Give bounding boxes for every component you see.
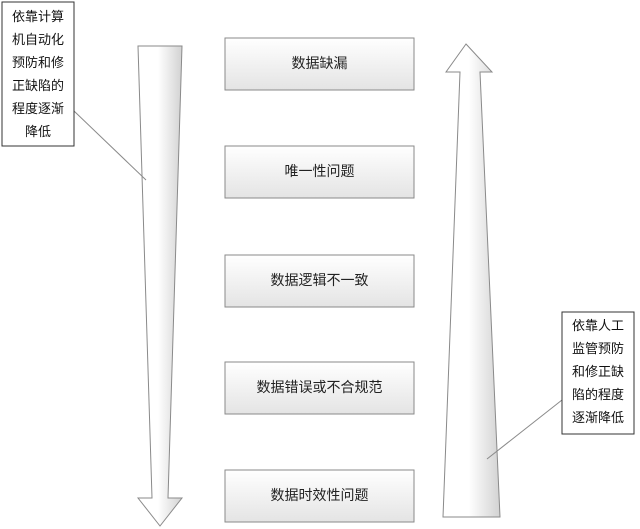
right-callout-line: 监管预防 — [572, 341, 624, 357]
left-callout-connector — [73, 110, 147, 181]
up-arrow — [442, 43, 501, 518]
right-callout-line: 陷的程度 — [572, 387, 624, 403]
box-label: 数据时效性问题 — [271, 488, 369, 504]
left-callout-line: 程度逐渐 — [12, 101, 64, 117]
category-box-3: 数据逻辑不一致 — [224, 254, 415, 308]
down-arrow — [136, 45, 184, 527]
left-callout-line: 预防和修 — [12, 55, 64, 71]
right-callout: 依靠人工 监管预防 和修正缺 陷的程度 逐渐降低 — [561, 311, 635, 435]
right-callout-line: 逐渐降低 — [572, 411, 624, 426]
left-callout: 依靠计算 机自动化 预防和修 正缺陷的 程度逐渐 降低 — [1, 1, 75, 147]
left-callout-line: 机自动化 — [12, 33, 64, 48]
category-box-5: 数据时效性问题 — [224, 469, 415, 523]
box-label: 数据缺漏 — [292, 56, 348, 72]
box-label: 唯一性问题 — [285, 164, 355, 180]
right-callout-line: 依靠人工 — [572, 319, 624, 334]
box-label: 数据逻辑不一致 — [271, 273, 369, 289]
category-box-1: 数据缺漏 — [224, 37, 415, 91]
left-callout-line: 正缺陷的 — [12, 78, 64, 94]
left-callout-line: 依靠计算 — [12, 10, 64, 25]
category-box-2: 唯一性问题 — [224, 145, 415, 199]
left-callout-line: 降低 — [25, 125, 51, 140]
category-box-4: 数据错误或不合规范 — [224, 361, 415, 415]
right-callout-line: 和修正缺 — [572, 365, 624, 380]
right-callout-connector — [486, 399, 563, 460]
box-label: 数据错误或不合规范 — [257, 379, 383, 396]
